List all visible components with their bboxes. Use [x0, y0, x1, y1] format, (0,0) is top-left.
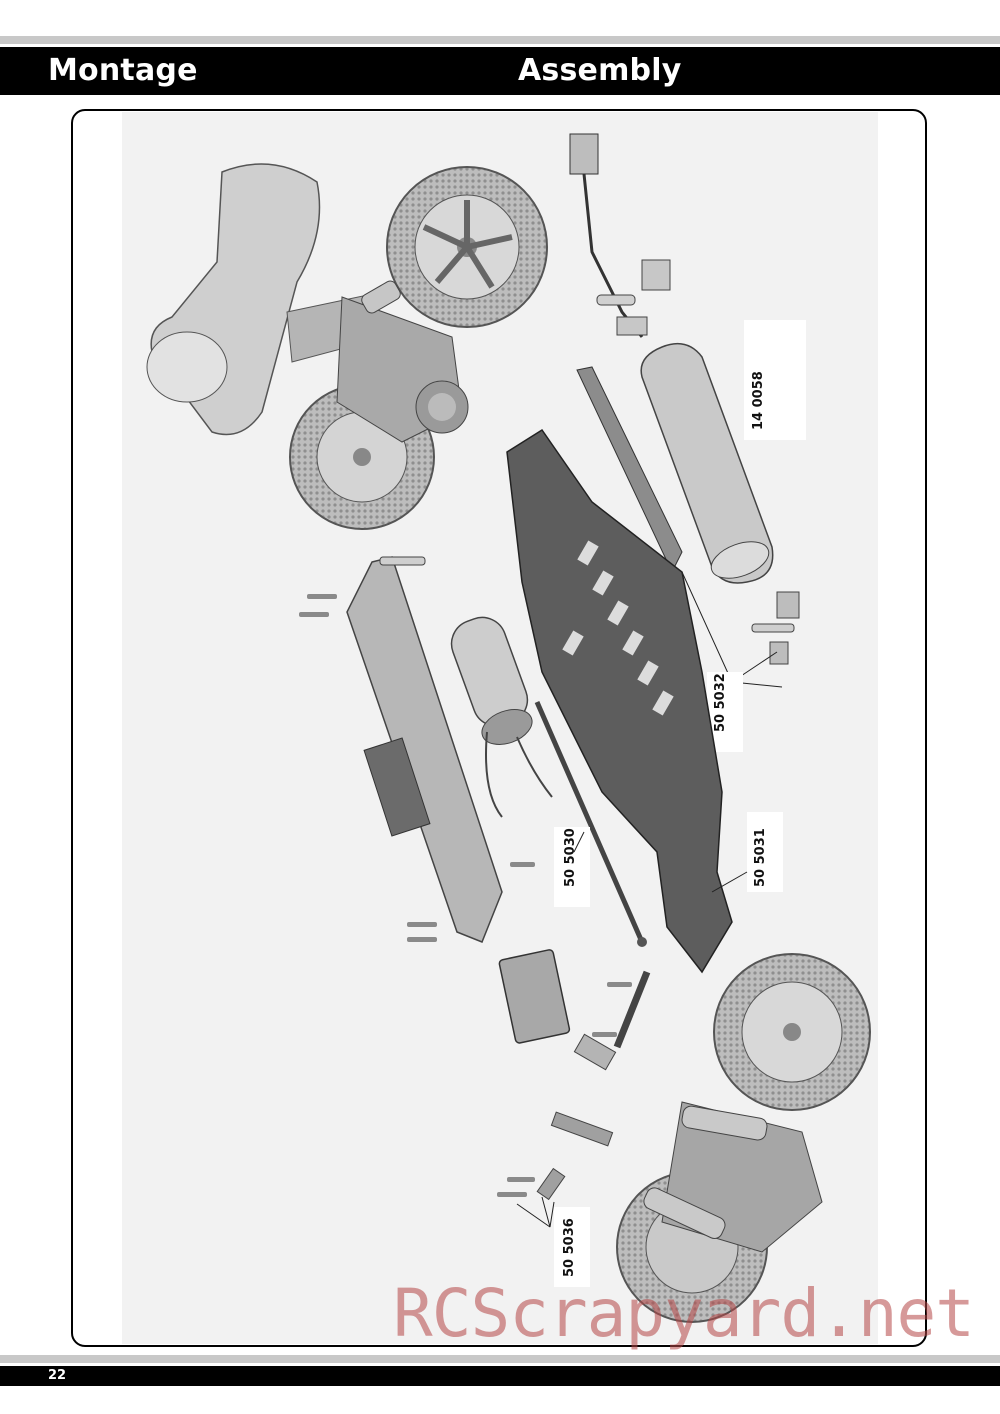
motor	[450, 616, 553, 818]
footer-bar	[0, 1366, 1000, 1386]
part-label-50-5031: 50 5031	[753, 828, 768, 887]
part-label-50-5030: 50 5030	[563, 828, 578, 887]
steering-servo	[498, 949, 571, 1044]
part-label-50-5032: 50 5032	[713, 673, 728, 732]
steering-linkage	[497, 970, 651, 1201]
bottom-rule	[0, 1355, 1000, 1363]
upper-deck	[346, 556, 503, 943]
front-suspension-assembly	[643, 1101, 823, 1253]
main-chassis-plate	[506, 428, 733, 974]
center-driveshaft	[534, 700, 647, 947]
rear-wheel-top	[386, 166, 548, 328]
exploded-assembly-diagram: 14 0058 50 5032 50 5031	[122, 112, 878, 1344]
header-bar: Montage Assembly	[0, 47, 1000, 95]
battery-connector	[569, 133, 671, 338]
part-label-14-0058: 14 0058	[751, 371, 766, 430]
battery-strap	[576, 366, 683, 574]
top-rule	[0, 36, 1000, 44]
header-title-german: Montage	[48, 53, 198, 88]
battery-posts	[751, 591, 800, 665]
front-wheel-top	[713, 953, 871, 1111]
part-label-50-5036: 50 5036	[562, 1218, 577, 1277]
page-number: 22	[48, 1368, 67, 1383]
watermark: RCScrapyard.net	[393, 1275, 975, 1352]
rear-suspension-assembly	[336, 280, 469, 443]
deck-screws	[299, 594, 535, 942]
battery-pack	[640, 342, 774, 584]
header-title-english: Assembly	[518, 53, 682, 88]
